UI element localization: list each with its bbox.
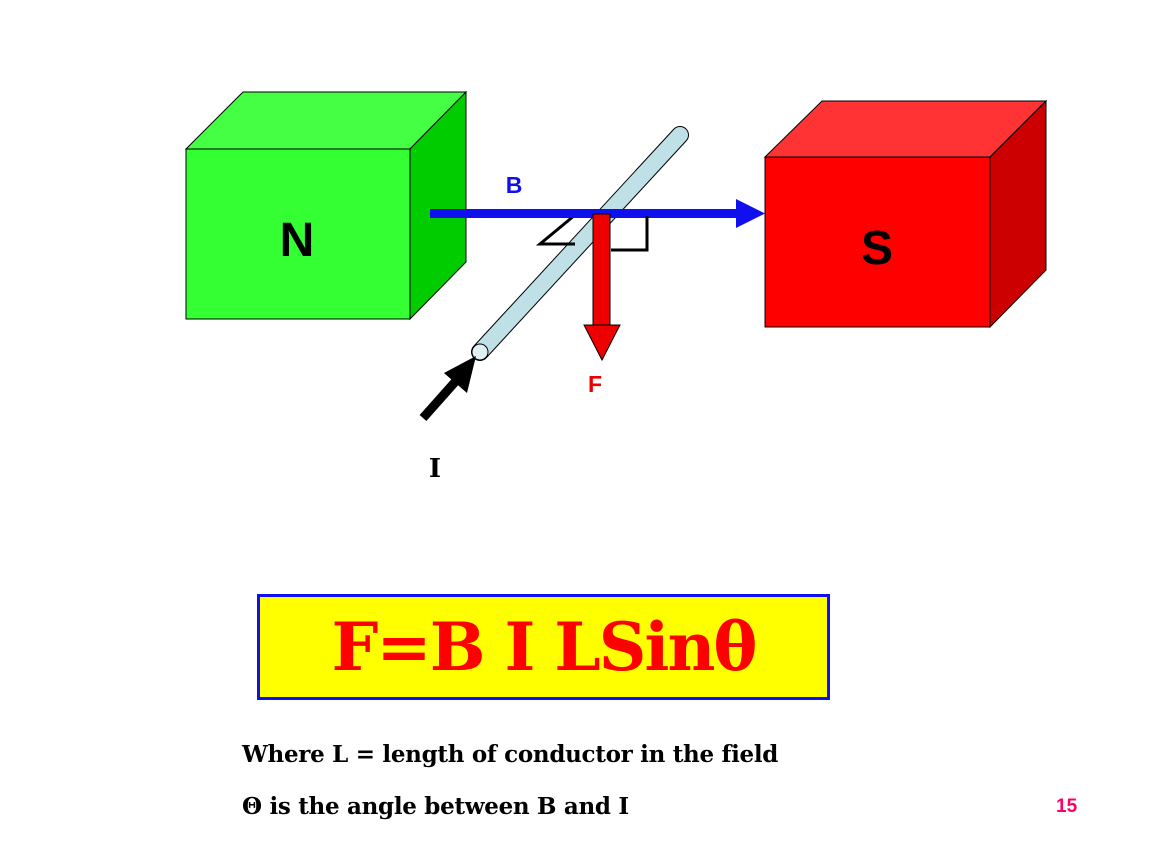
- right-angle-marker: [611, 216, 649, 252]
- formula-box: F=B I LSinθ: [257, 594, 830, 700]
- angle-marker: [535, 213, 576, 246]
- magnetic-force-diagram: N S B F I: [184, 90, 1048, 484]
- page-number: 15: [1056, 796, 1078, 817]
- current-arrow: [419, 356, 476, 421]
- current-label: I: [429, 454, 441, 484]
- north-label: N: [280, 214, 315, 267]
- south-magnet: S: [763, 99, 1048, 329]
- conductor-rod: [471, 126, 689, 361]
- north-magnet: N: [184, 90, 468, 321]
- north-magnet-front-face: [185, 148, 411, 320]
- formula-text: F=B I LSinθ: [331, 608, 758, 686]
- note-angle-definition: Θ is the angle between B and I: [242, 793, 629, 820]
- note-length-definition: Where L = length of conductor in the fie…: [242, 741, 779, 768]
- field-label: B: [506, 172, 523, 198]
- field-arrow: [430, 199, 765, 228]
- force-arrow: [583, 213, 621, 362]
- force-label: F: [588, 371, 602, 397]
- south-magnet-front-face: [764, 156, 991, 328]
- south-label: S: [861, 222, 893, 275]
